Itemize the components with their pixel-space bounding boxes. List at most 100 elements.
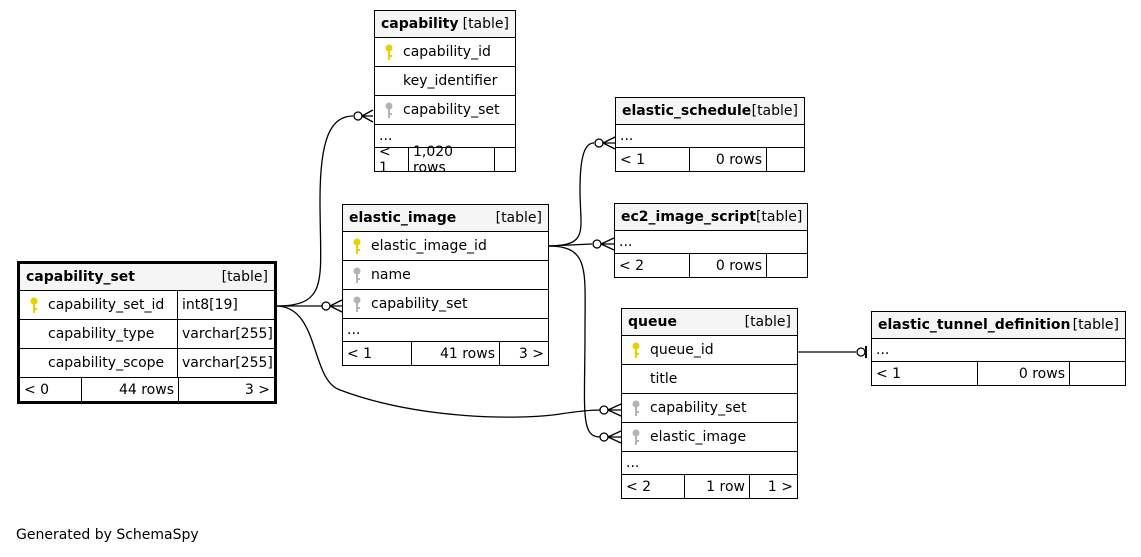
table-name: queue: [628, 314, 677, 330]
children-count[interactable]: [767, 148, 804, 171]
column-row[interactable]: capability_set: [375, 96, 515, 125]
edge-capability-set-to-queue: [275, 305, 601, 418]
column-row[interactable]: elastic_image_id: [343, 232, 548, 261]
table-header: elastic_tunnel_definition [table]: [872, 312, 1125, 339]
column-row[interactable]: key_identifier: [375, 67, 515, 96]
table-name: capability_set: [26, 269, 135, 285]
column-row[interactable]: title: [622, 365, 797, 394]
table-name: elastic_image: [349, 210, 457, 226]
column-row[interactable]: capability_set_id int8[19]: [20, 291, 274, 320]
table-name: capability: [381, 16, 459, 32]
primary-key-icon: [626, 341, 646, 359]
column-name: title: [650, 371, 678, 387]
table-name: ec2_image_script: [621, 209, 756, 225]
table-header: ec2_image_script [table]: [615, 204, 807, 231]
primary-key-icon: [24, 296, 44, 314]
children-count[interactable]: [1070, 362, 1125, 385]
parents-count[interactable]: < 1: [343, 342, 412, 365]
row-count: 44 rows: [82, 378, 179, 401]
edge-end-circle: [856, 347, 866, 357]
table-queue[interactable]: queue [table] queue_id title capability_…: [621, 308, 798, 499]
children-count[interactable]: 3 >: [518, 345, 544, 362]
parents-count[interactable]: < 2: [622, 475, 685, 498]
crow-foot: [361, 109, 374, 123]
table-elastic-tunnel-definition[interactable]: elastic_tunnel_definition [table] ... < …: [871, 311, 1126, 386]
column-name: capability_type: [48, 326, 155, 342]
column-name: elastic_image_id: [371, 238, 487, 254]
table-header: elastic_schedule [table]: [616, 98, 804, 125]
generated-by-label: Generated by SchemaSpy: [16, 527, 199, 543]
column-row[interactable]: capability_scope varchar[255]: [20, 349, 274, 378]
column-name: key_identifier: [403, 73, 498, 89]
crow-foot: [607, 403, 622, 417]
table-elastic-schedule[interactable]: elastic_schedule [table] ... < 1 0 rows: [615, 97, 805, 172]
row-count: 0 rows: [978, 362, 1070, 385]
column-row[interactable]: capability_id: [375, 38, 515, 67]
table-header: capability_set [table]: [20, 264, 274, 291]
table-header: elastic_image [table]: [343, 205, 548, 232]
column-name: elastic_image: [650, 429, 747, 445]
children-count[interactable]: [495, 148, 515, 171]
children-count[interactable]: [767, 254, 807, 277]
edge-end-circle: [599, 432, 609, 442]
table-ec2-image-script[interactable]: ec2_image_script [table] ... < 2 0 rows: [614, 203, 808, 278]
table-type: [table]: [755, 209, 803, 225]
table-footer: < 1 0 rows: [872, 362, 1125, 385]
more-columns: ...: [375, 125, 515, 148]
edge-capability-set-to-capability: [275, 115, 354, 307]
column-name: queue_id: [650, 342, 714, 358]
foreign-key-icon: [626, 428, 646, 446]
more-columns: ...: [622, 452, 797, 475]
row-count: 0 rows: [690, 254, 767, 277]
column-name: capability_set: [403, 102, 500, 118]
parents-count[interactable]: < 1: [375, 144, 409, 176]
more-columns: ...: [343, 319, 548, 342]
column-type: varchar[255]: [177, 320, 274, 348]
column-row[interactable]: queue_id: [622, 336, 797, 365]
column-name: capability_set: [650, 400, 747, 416]
table-type: [table]: [221, 269, 268, 285]
parents-count[interactable]: < 0: [20, 378, 82, 401]
edge-end-circle: [599, 405, 609, 415]
children-count[interactable]: 1 >: [767, 478, 793, 495]
table-type: [table]: [462, 16, 509, 32]
edge-end-circle: [353, 111, 363, 121]
table-type: [table]: [495, 210, 542, 226]
parents-count[interactable]: < 1: [616, 148, 690, 171]
more-columns: ...: [872, 339, 1125, 362]
table-header: capability [table]: [375, 11, 515, 38]
foreign-key-icon: [379, 101, 399, 119]
column-row[interactable]: capability_set: [622, 394, 797, 423]
more-columns: ...: [616, 125, 804, 148]
column-name: capability_scope: [48, 355, 165, 371]
table-footer: < 0 44 rows 3 >: [20, 378, 274, 401]
table-capability[interactable]: capability [table] capability_id key_ide…: [374, 10, 516, 176]
table-capability-set[interactable]: capability_set [table] capability_set_id…: [17, 261, 277, 404]
table-header: queue [table]: [622, 309, 797, 336]
table-footer: < 1 0 rows: [616, 148, 804, 171]
parents-count[interactable]: < 1: [872, 362, 978, 385]
crow-foot: [329, 299, 343, 313]
table-name: elastic_schedule: [622, 103, 752, 119]
table-footer: < 1 1,020 rows: [375, 144, 515, 176]
edge-elastic-image-to-elastic-schedule: [547, 142, 595, 247]
table-elastic-image[interactable]: elastic_image [table] elastic_image_id n…: [342, 204, 549, 366]
table-footer: < 1 41 rows 3 >: [343, 342, 548, 365]
foreign-key-icon: [347, 266, 367, 284]
column-row[interactable]: elastic_image: [622, 423, 797, 452]
table-type: [table]: [1072, 317, 1119, 333]
column-row[interactable]: capability_type varchar[255]: [20, 320, 274, 349]
crow-foot: [600, 237, 615, 251]
primary-key-icon: [379, 43, 399, 61]
column-row[interactable]: name: [343, 261, 548, 290]
column-row[interactable]: capability_set: [343, 290, 548, 319]
children-count[interactable]: 3 >: [244, 381, 270, 398]
parents-count[interactable]: < 2: [615, 254, 690, 277]
column-name: capability_set: [371, 296, 468, 312]
column-type: varchar[255]: [177, 349, 274, 377]
table-name: elastic_tunnel_definition: [878, 317, 1071, 333]
table-type: [table]: [744, 314, 791, 330]
column-name: name: [371, 267, 411, 283]
edge-end-circle: [321, 301, 331, 311]
